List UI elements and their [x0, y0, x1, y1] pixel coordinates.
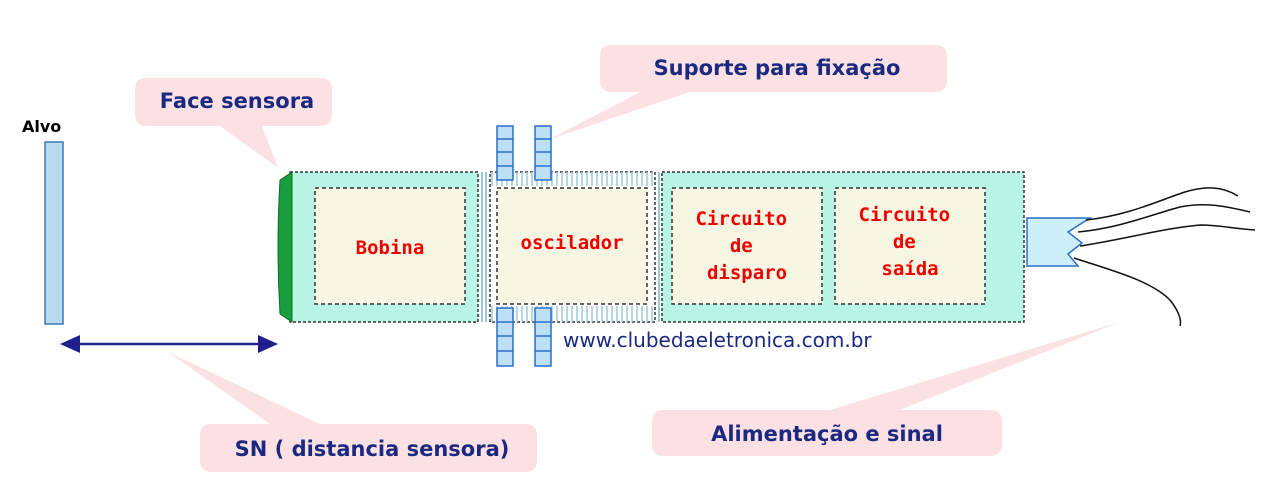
- website-url: www.clubedaeletronica.com.br: [563, 328, 872, 352]
- mounting-bracket-top-right: [534, 125, 552, 181]
- callout-mounting: Suporte para fixação: [548, 45, 947, 140]
- block-output-circuit: Circuito de saída: [834, 187, 986, 305]
- mounting-bracket-bottom-right: [534, 307, 552, 367]
- wire-strands-icon: [1073, 187, 1256, 327]
- trigger-circuit-label: Circuito de disparo: [696, 208, 799, 284]
- callout-sensing-face: Face sensora: [135, 78, 332, 168]
- block-coil: Bobina: [314, 187, 466, 305]
- callout-power-signal: Alimentação e sinal: [652, 322, 1120, 456]
- target-plate: [44, 141, 64, 325]
- mounting-bracket-top-left: [496, 125, 514, 181]
- sensing-face-label: Face sensora: [160, 89, 314, 113]
- callout-sensing-distance: SN ( distancia sensora): [168, 352, 537, 472]
- double-headed-arrow-icon: [60, 335, 278, 353]
- sensing-distance-label: SN ( distancia sensora): [235, 437, 510, 461]
- output-circuit-label: Circuito de saída: [859, 204, 962, 280]
- block-oscillator: oscilador: [496, 187, 648, 305]
- coil-label: Bobina: [356, 237, 425, 259]
- mounting-bracket-bottom-left: [496, 307, 514, 367]
- block-trigger-circuit: Circuito de disparo: [671, 187, 823, 305]
- cable-gland: [1026, 217, 1093, 267]
- mounting-label: Suporte para fixação: [654, 56, 901, 80]
- power-signal-label: Alimentação e sinal: [711, 422, 943, 446]
- oscillator-label: oscilador: [521, 232, 624, 254]
- target-label: Alvo: [22, 117, 61, 136]
- sensing-face: [277, 171, 293, 323]
